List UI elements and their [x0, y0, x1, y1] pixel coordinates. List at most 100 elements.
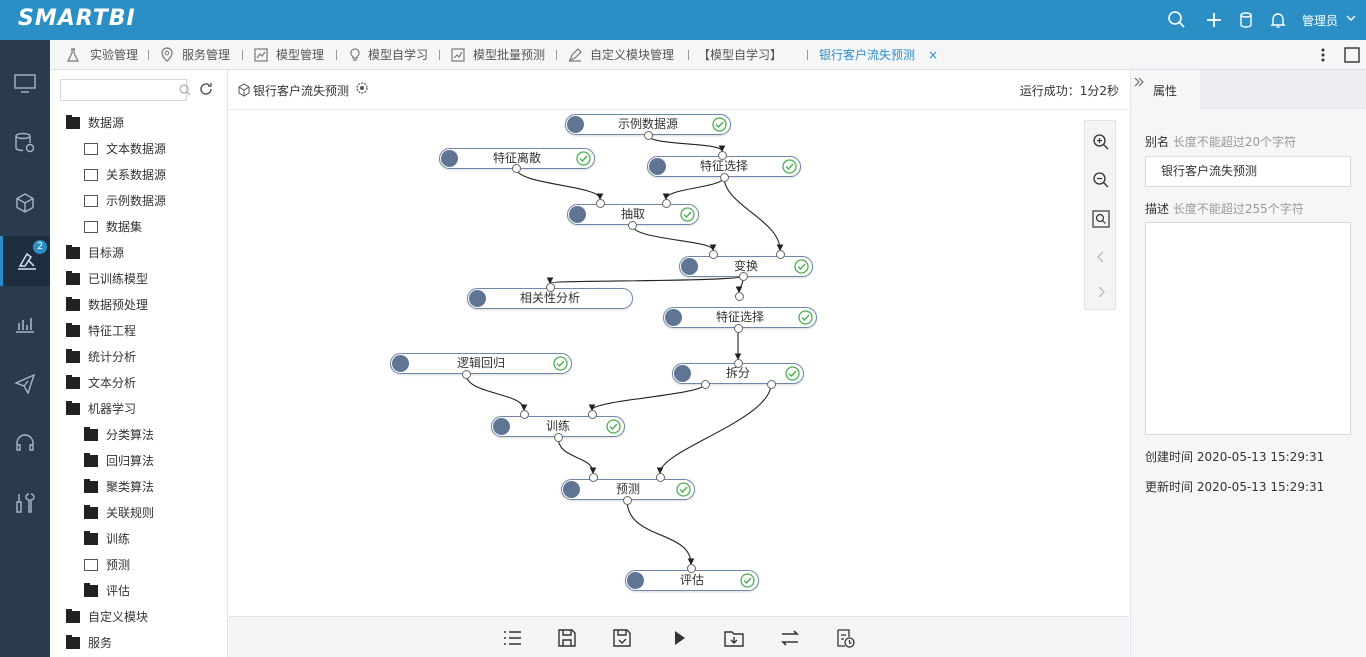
flow-edge[interactable]: [547, 275, 744, 285]
schedule-icon[interactable]: [834, 627, 856, 649]
node-port[interactable]: [656, 473, 665, 482]
nav-analysis[interactable]: [0, 298, 50, 348]
tab-experiment[interactable]: 实验管理: [90, 48, 139, 62]
import-folder-icon[interactable]: [723, 627, 745, 649]
zoom-out-icon[interactable]: [1092, 171, 1110, 189]
flow-edge[interactable]: [557, 436, 597, 475]
flow-edge[interactable]: [647, 134, 726, 153]
tree-predict[interactable]: 预测: [84, 552, 130, 578]
node-port[interactable]: [589, 473, 598, 482]
node-transform[interactable]: 变换: [679, 256, 813, 277]
database-icon[interactable]: [1236, 10, 1256, 30]
zoom-fit-icon[interactable]: [1092, 210, 1110, 228]
save-as-icon[interactable]: [611, 627, 633, 649]
node-port[interactable]: [462, 370, 471, 379]
node-port[interactable]: [718, 151, 727, 160]
node-correlation[interactable]: 相关性分析: [467, 288, 633, 309]
tree-machine-learning[interactable]: 机器学习: [66, 396, 136, 422]
flow-canvas[interactable]: 示例数据源特征离散特征选择抽取变换相关性分析特征选择逻辑回归拆分训练预测评估: [229, 110, 1129, 616]
tab-self-learning-bracket[interactable]: 【模型自学习】: [698, 48, 783, 62]
nav-data[interactable]: [0, 118, 50, 168]
node-port[interactable]: [720, 173, 729, 182]
node-sample-datasource[interactable]: 示例数据源: [565, 114, 731, 135]
search-icon[interactable]: [1167, 10, 1187, 30]
bell-icon[interactable]: [1268, 10, 1288, 30]
node-evaluate[interactable]: 评估: [625, 570, 759, 591]
tree-association[interactable]: 关联规则: [84, 500, 154, 526]
tree-trained-models[interactable]: 已训练模型: [66, 266, 148, 292]
node-port[interactable]: [734, 324, 743, 333]
node-port[interactable]: [623, 496, 632, 505]
node-port[interactable]: [628, 221, 637, 230]
tree-train[interactable]: 训练: [84, 526, 130, 552]
zoom-in-icon[interactable]: [1092, 133, 1110, 151]
tree-feature-engineering[interactable]: 特征工程: [66, 318, 136, 344]
tab-properties[interactable]: 属性: [1145, 70, 1200, 109]
tree-relational-datasource[interactable]: 关系数据源: [84, 162, 166, 188]
search-icon[interactable]: [179, 84, 191, 96]
tree-classification[interactable]: 分类算法: [84, 422, 154, 448]
node-port[interactable]: [596, 199, 605, 208]
collapse-icon[interactable]: [1134, 77, 1144, 87]
close-icon[interactable]: ×: [928, 48, 939, 62]
node-logistic-regression[interactable]: 逻辑回归: [390, 353, 572, 374]
nav-support[interactable]: [0, 418, 50, 468]
maximize-icon[interactable]: [1344, 47, 1360, 63]
list-icon[interactable]: [501, 627, 523, 649]
flow-edge[interactable]: [588, 383, 706, 412]
tree-dataset[interactable]: 数据集: [84, 214, 142, 240]
tree-text-datasource[interactable]: 文本数据源: [84, 136, 166, 162]
tree-text-analysis[interactable]: 文本分析: [66, 370, 136, 396]
nav-dashboard[interactable]: [0, 58, 50, 108]
node-port[interactable]: [734, 359, 743, 368]
settings-icon[interactable]: [355, 81, 369, 95]
tab-custom-module[interactable]: 自定义模块管理: [590, 48, 675, 62]
more-icon[interactable]: [1320, 47, 1326, 63]
chevron-right-icon[interactable]: [1092, 283, 1110, 301]
node-port[interactable]: [520, 410, 529, 419]
node-port[interactable]: [709, 250, 718, 259]
tab-model[interactable]: 模型管理: [276, 48, 325, 62]
flow-edge[interactable]: [662, 176, 725, 201]
tree-datasource[interactable]: 数据源: [66, 110, 124, 136]
node-port[interactable]: [701, 380, 710, 389]
node-port[interactable]: [735, 292, 744, 301]
node-port[interactable]: [767, 380, 776, 389]
flow-edge[interactable]: [465, 373, 528, 412]
node-feature-discrete[interactable]: 特征离散: [439, 148, 595, 169]
flow-edge[interactable]: [656, 383, 772, 475]
nav-publish[interactable]: [0, 358, 50, 408]
chevron-left-icon[interactable]: [1092, 248, 1110, 266]
flow-edge[interactable]: [723, 176, 784, 252]
tab-batch-predict[interactable]: 模型批量预测: [473, 48, 546, 62]
flow-edge[interactable]: [626, 499, 695, 566]
save-icon[interactable]: [556, 627, 578, 649]
tree-statistics[interactable]: 统计分析: [66, 344, 136, 370]
tab-service[interactable]: 服务管理: [182, 48, 231, 62]
node-port[interactable]: [776, 250, 785, 259]
description-textarea[interactable]: [1145, 222, 1351, 435]
swap-icon[interactable]: [779, 627, 801, 649]
flow-edge[interactable]: [515, 167, 604, 201]
node-port[interactable]: [739, 272, 748, 281]
chevron-down-icon[interactable]: [1346, 15, 1356, 23]
user-menu[interactable]: 管理员: [1302, 14, 1339, 28]
tree-preprocessing[interactable]: 数据预处理: [66, 292, 148, 318]
flow-edge[interactable]: [631, 224, 717, 252]
refresh-icon[interactable]: [198, 81, 214, 97]
tree-service[interactable]: 服务: [66, 630, 112, 656]
tab-bank-churn[interactable]: 银行客户流失预测: [819, 48, 916, 62]
tree-regression[interactable]: 回归算法: [84, 448, 154, 474]
node-extract[interactable]: 抽取: [567, 204, 699, 225]
tree-custom-module[interactable]: 自定义模块: [66, 604, 148, 630]
node-port[interactable]: [644, 131, 653, 140]
tree-clustering[interactable]: 聚类算法: [84, 474, 154, 500]
nav-tools[interactable]: [0, 478, 50, 528]
node-port[interactable]: [512, 164, 521, 173]
tree-search-input[interactable]: [60, 79, 191, 101]
tree-evaluate[interactable]: 评估: [84, 578, 130, 604]
tab-self-learning[interactable]: 模型自学习: [368, 48, 429, 62]
tree-sample-datasource[interactable]: 示例数据源: [84, 188, 166, 214]
add-icon[interactable]: [1204, 10, 1224, 30]
node-port[interactable]: [662, 199, 671, 208]
